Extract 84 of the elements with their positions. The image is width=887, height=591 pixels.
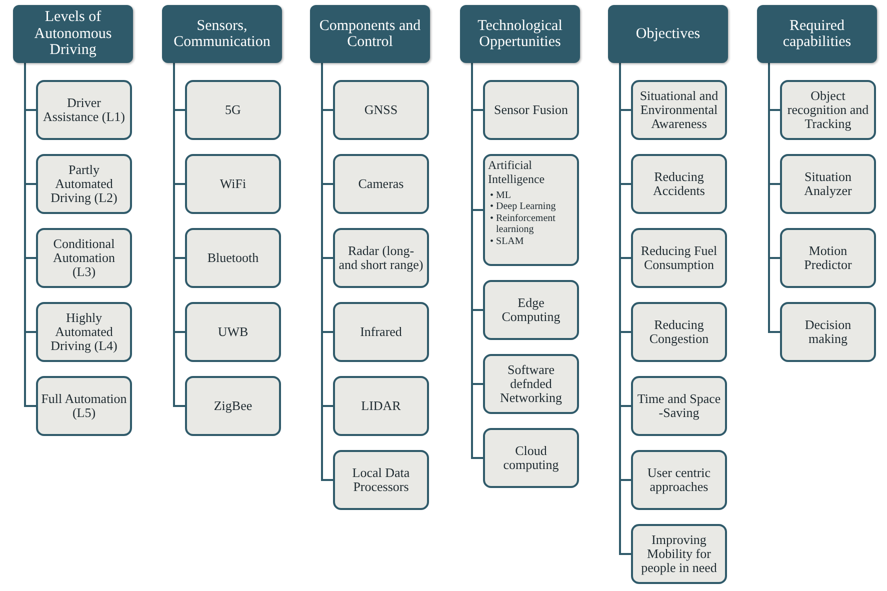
card-text: Reducing Accidents [652, 170, 706, 198]
card-text: Highly Automated Driving (L4) [50, 310, 118, 354]
card-text: ZigBee [214, 398, 252, 414]
card-text: Software defnded Networking [498, 362, 564, 406]
card-text: Sensor Fusion [494, 102, 568, 118]
header-text: Sensors, Communication [172, 18, 272, 50]
item-card [36, 80, 132, 140]
item-card [333, 376, 429, 436]
category-header [608, 5, 728, 63]
card-text: GNSS [364, 102, 398, 118]
item-card [185, 154, 281, 214]
card-text: Improving Mobility for people in need [640, 532, 718, 576]
card-heading: Artificial Intelligence [488, 159, 546, 187]
card-text: Driver Assistance (L1) [42, 96, 126, 124]
item-card [36, 302, 132, 362]
item-card [780, 80, 876, 140]
item-card [333, 450, 429, 510]
card-text: Reducing Congestion [648, 318, 710, 346]
item-card [333, 228, 429, 288]
item-card [36, 228, 132, 288]
item-card [333, 80, 429, 140]
card-text: Infrared [360, 324, 402, 340]
item-card [483, 80, 579, 140]
card-text: Situation Analyzer [803, 170, 853, 198]
category-header [162, 5, 282, 63]
item-card [483, 280, 579, 340]
item-card [483, 354, 579, 414]
header-text: Components and Control [318, 18, 422, 50]
category-header [13, 5, 133, 63]
item-card [631, 376, 727, 436]
item-card [631, 80, 727, 140]
card-text: Object recognition and Tracking [786, 88, 870, 132]
bullet-item: • Deep Learning [490, 201, 557, 213]
item-card [185, 80, 281, 140]
item-card [631, 450, 727, 510]
card-text: Partly Automated Driving (L2) [50, 162, 118, 206]
item-card [36, 154, 132, 214]
item-card [780, 302, 876, 362]
header-text: Objectives [636, 26, 700, 42]
bullet-item: • SLAM [490, 236, 525, 248]
card-text: Radar (long- and short range) [338, 244, 424, 272]
card-text: LIDAR [361, 398, 401, 414]
card-text: WiFi [220, 176, 246, 192]
item-card [185, 376, 281, 436]
card-text: Conditional Automation (L3) [52, 236, 116, 280]
item-card [333, 302, 429, 362]
connector-line [24, 63, 36, 407]
card-text: Decision making [804, 318, 852, 346]
header-text: Required capabilities [782, 18, 852, 50]
card-text: Cloud computing [502, 444, 560, 472]
category-header [460, 5, 580, 63]
card-text: Full Automation (L5) [41, 392, 127, 420]
category-header [310, 5, 430, 63]
item-card [185, 228, 281, 288]
item-card [185, 302, 281, 362]
card-text: Bluetooth [207, 250, 259, 266]
item-card [333, 154, 429, 214]
bullet-item: • Reinforcement learniong [490, 212, 556, 236]
item-card [483, 428, 579, 488]
card-text: Reducing Fuel Consumption [640, 244, 718, 272]
item-card [631, 302, 727, 362]
card-text: 5G [225, 102, 241, 118]
card-text: Cameras [358, 176, 404, 192]
item-card [483, 154, 579, 266]
card-text: Edge Computing [500, 296, 562, 324]
category-header [757, 5, 877, 63]
header-text: Technological Oppertunities [476, 18, 564, 50]
card-text: Local Data Processors [351, 466, 411, 494]
item-card [631, 228, 727, 288]
card-text: Motion Predictor [803, 244, 853, 272]
bullet-item: • ML [490, 190, 512, 202]
connector-line [471, 63, 483, 459]
item-card [36, 376, 132, 436]
card-text: UWB [218, 324, 248, 340]
card-text: User centric approaches [646, 466, 712, 494]
card-text: Situational and Environmental Awareness [638, 88, 720, 132]
item-card [780, 154, 876, 214]
connector-line [173, 63, 185, 407]
item-card [780, 228, 876, 288]
item-card [631, 524, 727, 584]
header-text: Levels of Autonomous Driving [33, 9, 113, 59]
connector-line [768, 63, 780, 333]
item-card [631, 154, 727, 214]
card-text: Time and Space -Saving [636, 392, 722, 420]
